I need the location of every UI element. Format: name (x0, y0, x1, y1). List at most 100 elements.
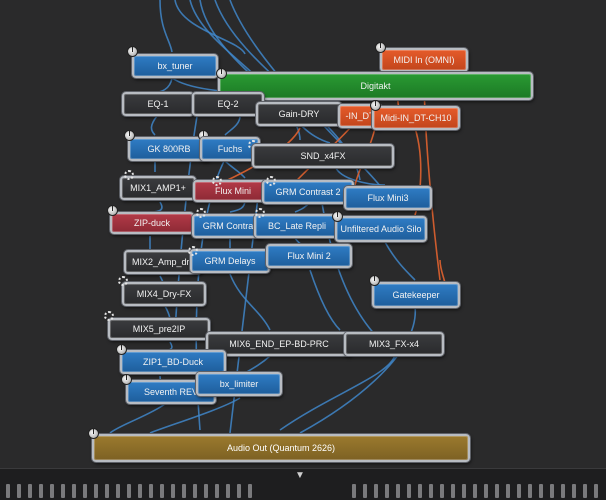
flux-mini2-node[interactable]: Flux Mini 2 (266, 244, 352, 268)
channel-fader[interactable] (215, 484, 219, 498)
snd-x4fx-node[interactable]: SND_x4FX (252, 144, 394, 168)
channel-fader[interactable] (594, 484, 598, 498)
plugin-settings-gear-icon[interactable] (255, 208, 265, 218)
parameter-dial-icon[interactable] (116, 344, 127, 355)
channel-fader[interactable] (171, 484, 175, 498)
channel-fader[interactable] (149, 484, 153, 498)
channel-fader[interactable] (429, 484, 433, 498)
zip-duck-node[interactable]: ZIP-duck (110, 212, 194, 234)
channel-fader[interactable] (116, 484, 120, 498)
channel-fader[interactable] (17, 484, 21, 498)
channel-fader[interactable] (28, 484, 32, 498)
channel-fader[interactable] (61, 484, 65, 498)
parameter-dial-icon[interactable] (107, 205, 118, 216)
plugin-settings-gear-icon[interactable] (266, 176, 276, 186)
channel-fader[interactable] (396, 484, 400, 498)
channel-fader[interactable] (484, 484, 488, 498)
wire (279, 354, 396, 431)
midi-in-dt-ch10-node[interactable]: Midi-IN_DT-CH10 (372, 106, 460, 130)
channel-fader[interactable] (83, 484, 87, 498)
channel-fader[interactable] (495, 484, 499, 498)
channel-fader[interactable] (363, 484, 367, 498)
channel-fader[interactable] (160, 484, 164, 498)
channel-fader[interactable] (561, 484, 565, 498)
wire (149, 201, 163, 213)
mix3-fx-x4-node[interactable]: MIX3_FX-x4 (344, 332, 444, 356)
bx-tuner-node[interactable]: bx_tuner (132, 54, 218, 78)
channel-fader[interactable] (440, 484, 444, 498)
parameter-dial-icon[interactable] (127, 46, 138, 57)
wire (109, 403, 166, 434)
channel-fader[interactable] (127, 484, 131, 498)
flux-mini3-node[interactable]: Flux Mini3 (344, 186, 432, 210)
wire (299, 305, 416, 434)
channel-fader[interactable] (385, 484, 389, 498)
channel-fader[interactable] (6, 484, 10, 498)
channel-fader[interactable] (473, 484, 477, 498)
mix4-dry-fx-node[interactable]: MIX4_Dry-FX (122, 282, 206, 306)
channel-fader[interactable] (528, 484, 532, 498)
bx-limiter-node[interactable]: bx_limiter (196, 372, 282, 396)
wire (384, 241, 416, 281)
parameter-dial-icon[interactable] (88, 428, 99, 439)
parameter-dial-icon[interactable] (375, 42, 386, 53)
grm-contrast2-node[interactable]: GRM Contrast 2 (262, 180, 354, 204)
mix5-pre2ip-node[interactable]: MIX5_pre2IP (108, 318, 210, 340)
parameter-dial-icon[interactable] (121, 374, 132, 385)
bc-late-repli-node[interactable]: BC_Late Repli (254, 214, 340, 238)
gatekeeper-node[interactable]: Gatekeeper (372, 282, 460, 308)
channel-fader[interactable] (138, 484, 142, 498)
channel-fader[interactable] (105, 484, 109, 498)
channel-fader[interactable] (407, 484, 411, 498)
flux-mini-node[interactable]: Flux Mini (193, 180, 273, 202)
channel-fader[interactable] (539, 484, 543, 498)
channel-fader[interactable] (572, 484, 576, 498)
channel-fader[interactable] (583, 484, 587, 498)
plugin-settings-gear-icon[interactable] (212, 176, 222, 186)
parameter-dial-icon[interactable] (216, 68, 227, 79)
channel-fader[interactable] (550, 484, 554, 498)
unfiltered-audio-silo-node[interactable]: Unfiltered Audio Silo (335, 216, 427, 242)
channel-fader[interactable] (94, 484, 98, 498)
channel-fader[interactable] (204, 484, 208, 498)
plugin-settings-gear-icon[interactable] (196, 208, 206, 218)
channel-fader[interactable] (72, 484, 76, 498)
gain-dry-node[interactable]: Gain-DRY (256, 102, 342, 126)
channel-fader[interactable] (352, 484, 356, 498)
parameter-dial-icon[interactable] (332, 211, 343, 222)
channel-fader[interactable] (462, 484, 466, 498)
node-label: bx_tuner (157, 61, 193, 71)
plugin-settings-gear-icon[interactable] (124, 170, 134, 180)
channel-fader[interactable] (418, 484, 422, 498)
midi-in-omni-node[interactable]: MIDI In (OMNI) (380, 48, 468, 72)
collapse-arrow-icon[interactable]: ▼ (295, 470, 305, 481)
plugin-settings-gear-icon[interactable] (118, 276, 128, 286)
audio-out-node[interactable]: Audio Out (Quantum 2626) (92, 434, 470, 462)
channel-fader[interactable] (451, 484, 455, 498)
plugin-settings-gear-icon[interactable] (188, 246, 198, 256)
mix6-end-node[interactable]: MIX6_END_EP-BD-PRC (206, 332, 352, 356)
channel-fader[interactable] (182, 484, 186, 498)
channel-fader[interactable] (506, 484, 510, 498)
plugin-settings-gear-icon[interactable] (104, 311, 114, 321)
parameter-dial-icon[interactable] (370, 100, 381, 111)
channel-fader[interactable] (374, 484, 378, 498)
digitakt-node[interactable]: Digitakt (218, 72, 533, 100)
channel-fader[interactable] (248, 484, 252, 498)
gk800rb-node[interactable]: GK 800RB (128, 137, 210, 161)
eq2-node[interactable]: EQ-2 (192, 92, 264, 116)
channel-fader[interactable] (193, 484, 197, 498)
parameter-dial-icon[interactable] (124, 130, 135, 141)
channel-fader[interactable] (237, 484, 241, 498)
channel-fader[interactable] (517, 484, 521, 498)
channel-fader[interactable] (226, 484, 230, 498)
zip1-bd-duck-node[interactable]: ZIP1_BD-Duck (120, 350, 226, 374)
channel-fader[interactable] (50, 484, 54, 498)
grm-delays-node[interactable]: GRM Delays (190, 249, 270, 273)
wire (159, 0, 173, 53)
channel-fader[interactable] (39, 484, 43, 498)
parameter-dial-icon[interactable] (369, 275, 380, 286)
mix1-amp-node[interactable]: MIX1_AMP1+ (120, 176, 196, 200)
eq1-node[interactable]: EQ-1 (122, 92, 194, 116)
